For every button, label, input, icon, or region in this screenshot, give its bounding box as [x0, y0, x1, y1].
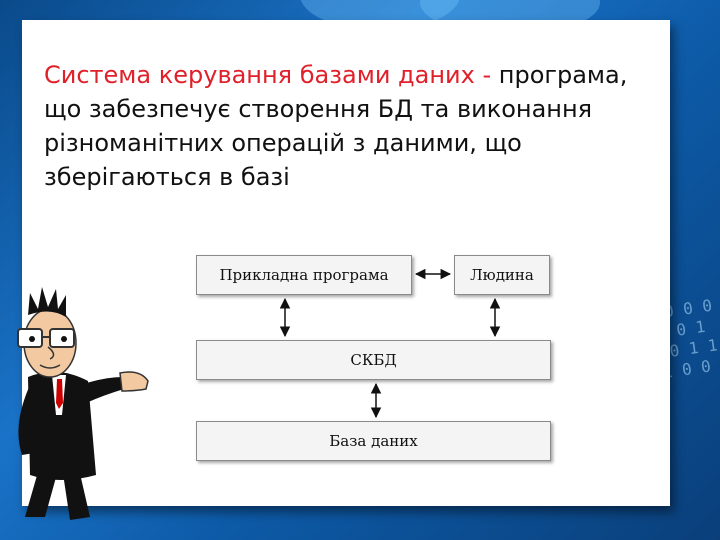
slide-definition: Система керування базами даних - програм…	[44, 58, 659, 194]
node-human: Людина	[454, 255, 550, 295]
cartoon-teacher-pointing-icon	[17, 287, 149, 520]
definition-separator: -	[474, 61, 499, 89]
node-application: Прикладна програма	[196, 255, 412, 295]
node-dbms: СКБД	[196, 340, 551, 380]
definition-term: Система керування базами даних	[44, 61, 475, 89]
definition-text: програма, що забезпечує створення БД та …	[44, 61, 628, 191]
node-database: База даних	[196, 421, 551, 461]
